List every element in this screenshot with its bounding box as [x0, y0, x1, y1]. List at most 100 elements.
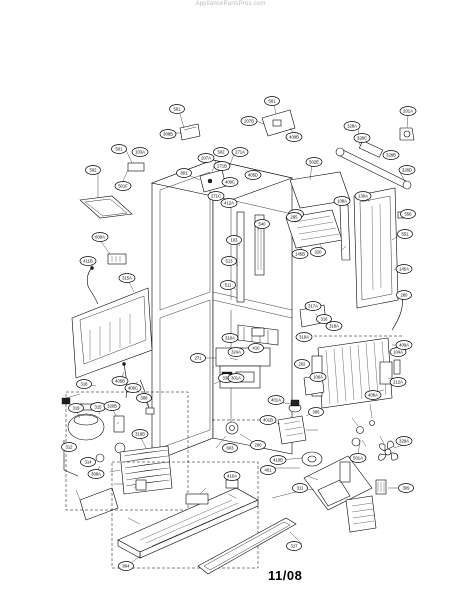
callout-130a: 130A — [354, 191, 372, 201]
callout-320: 320 — [310, 247, 326, 257]
svg-text:145A: 145A — [399, 267, 409, 272]
callout-316: 316 — [316, 314, 332, 324]
callout-600a: 600A — [91, 232, 109, 242]
callout-309: 309 — [398, 483, 414, 493]
callout-271a: 271A — [231, 147, 249, 157]
callout-410b: 410B — [269, 455, 287, 465]
callout-315a: 315A — [118, 273, 136, 283]
svg-text:405D: 405D — [248, 173, 258, 178]
callout-406c: 406C — [124, 383, 142, 393]
callout-271b: 271B — [213, 161, 231, 171]
top-duct-assembly — [335, 127, 415, 190]
svg-text:316: 316 — [321, 317, 329, 322]
callout-324a: 324A — [227, 347, 245, 357]
svg-text:305: 305 — [313, 410, 321, 415]
callout-316a: 316A — [221, 333, 239, 343]
callout-318: 318 — [76, 379, 92, 389]
callout-409c: 409C — [221, 177, 239, 187]
svg-text:308: 308 — [141, 396, 149, 401]
callout-bubbles: 561 308B 561 207B 409B 201A 328A 328D 50… — [61, 96, 417, 571]
callout-558: 558 — [400, 209, 416, 219]
svg-text:400A: 400A — [399, 343, 409, 348]
callout-108a: 108A — [333, 196, 351, 206]
callout-501: 501 — [111, 144, 127, 154]
svg-text:265: 265 — [291, 215, 299, 220]
callout-502e: 502E — [305, 157, 323, 167]
svg-text:410B: 410B — [273, 458, 283, 463]
callout-301a: 301A — [227, 373, 245, 383]
svg-text:540: 540 — [259, 222, 267, 227]
machine-cover — [303, 455, 377, 533]
svg-text:600A: 600A — [95, 235, 105, 240]
callout-212a: 212A — [389, 377, 407, 387]
svg-text:501F: 501F — [118, 184, 128, 189]
svg-text:501A: 501A — [353, 456, 363, 461]
svg-text:308B: 308B — [163, 132, 173, 137]
svg-text:271: 271 — [195, 356, 203, 361]
svg-text:271B: 271B — [217, 164, 227, 169]
svg-text:108A: 108A — [337, 199, 347, 204]
svg-text:201A: 201A — [403, 109, 413, 114]
callout-411b: 411B — [79, 256, 97, 266]
svg-text:309: 309 — [403, 486, 411, 491]
svg-text:324A: 324A — [231, 350, 241, 355]
callout-513: 513 — [221, 256, 237, 266]
callout-202: 202 — [294, 359, 310, 369]
svg-text:320B: 320B — [107, 404, 117, 409]
svg-text:271A: 271A — [235, 150, 245, 155]
svg-text:317A: 317A — [308, 304, 318, 309]
callout-319a: 319A — [295, 332, 313, 342]
svg-text:319: 319 — [73, 406, 81, 411]
svg-text:411B: 411B — [83, 259, 93, 264]
svg-text:558: 558 — [405, 212, 413, 217]
svg-text:311: 311 — [297, 486, 304, 491]
callout-308a: 308A — [87, 469, 105, 479]
svg-text:502E: 502E — [309, 160, 319, 165]
fan-motor-parts — [225, 399, 399, 495]
compressor-assembly — [61, 362, 173, 521]
svg-text:406A: 406A — [368, 393, 378, 398]
svg-text:511: 511 — [225, 283, 232, 288]
svg-text:200: 200 — [255, 443, 263, 448]
callout-305: 305 — [308, 407, 324, 417]
svg-text:561: 561 — [174, 107, 182, 112]
callout-308: 308 — [136, 393, 152, 403]
svg-text:409C: 409C — [225, 180, 235, 185]
svg-text:801: 801 — [181, 171, 189, 176]
svg-text:406C: 406C — [128, 386, 138, 391]
svg-text:207B: 207B — [244, 119, 254, 124]
svg-text:804: 804 — [123, 564, 131, 569]
callout-804: 804 — [118, 561, 134, 571]
callout-410: 410 — [248, 343, 264, 353]
callout-265: 265 — [286, 212, 302, 222]
callout-315: 315 — [90, 402, 106, 412]
callout-551: 551 — [397, 229, 413, 239]
svg-text:328B: 328B — [386, 153, 396, 158]
left-rear-panel — [71, 287, 153, 379]
callout-145b: 145B — [291, 249, 309, 259]
callout-207a: 207A — [197, 153, 215, 163]
svg-text:410A: 410A — [227, 474, 237, 479]
callout-200: 200 — [250, 440, 266, 450]
svg-text:202: 202 — [299, 362, 307, 367]
callout-401b: 401B — [259, 415, 277, 425]
callout-412a: 412A — [220, 198, 238, 208]
svg-text:301A: 301A — [231, 376, 241, 381]
svg-text:103A: 103A — [135, 150, 145, 155]
left-upper-parts — [79, 162, 145, 305]
svg-text:329A: 329A — [399, 439, 409, 444]
callout-328b: 328B — [382, 150, 400, 160]
callout-328a: 328A — [343, 121, 361, 131]
callout-106a: 106A — [309, 372, 327, 382]
callout-405d: 405D — [244, 170, 262, 180]
callout-401: 401 — [260, 465, 276, 475]
svg-text:316B: 316B — [135, 432, 145, 437]
callout-308b: 308B — [159, 129, 177, 139]
svg-text:410: 410 — [253, 346, 261, 351]
callout-103a: 103A — [131, 147, 149, 157]
base-frame — [117, 479, 297, 575]
svg-text:318A: 318A — [329, 324, 339, 329]
svg-text:513: 513 — [226, 259, 234, 264]
svg-text:318: 318 — [81, 382, 89, 387]
callout-314: 314 — [80, 457, 96, 467]
